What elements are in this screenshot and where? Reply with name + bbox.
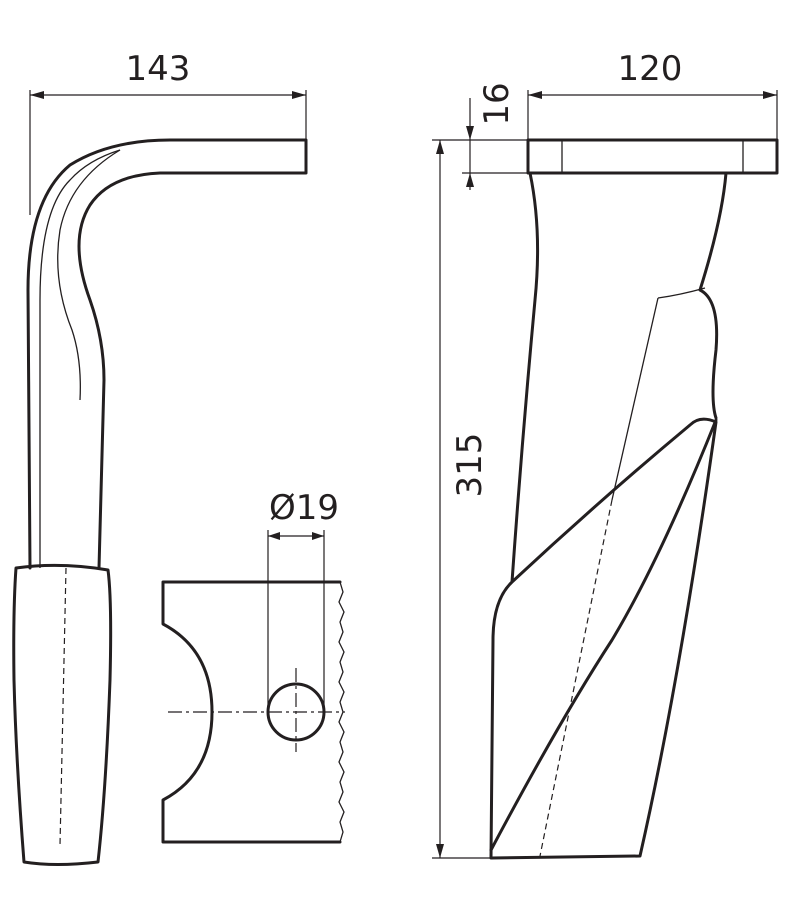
blade-shank-block xyxy=(12,563,113,866)
dim-16-arrow-top xyxy=(466,126,474,140)
dim-120-arrow-left xyxy=(528,91,542,99)
shank-hidden-axis xyxy=(59,567,67,846)
dim-dia-label: Ø19 xyxy=(269,488,339,528)
dim-143-arrow-left xyxy=(30,91,44,99)
blade-body-outline xyxy=(489,171,718,860)
dim-16-label: 16 xyxy=(477,82,517,125)
dim-143-label: 143 xyxy=(126,49,191,89)
blade-upper-diagonal xyxy=(611,297,659,501)
blade-side-view: 143 xyxy=(12,49,308,866)
dim-315-arrow-top xyxy=(436,140,444,154)
dim-dia-arrow-left xyxy=(268,532,280,540)
shank-section-view: Ø19 xyxy=(161,488,345,844)
dim-dia-arrow-right xyxy=(312,532,324,540)
blade-upper-face xyxy=(657,287,706,299)
dim-143-arrow-right xyxy=(292,91,306,99)
dim-120-label: 120 xyxy=(618,49,683,89)
blade-twist-line xyxy=(57,149,121,401)
flange-plate xyxy=(526,138,779,175)
blade-body-right-edge xyxy=(698,171,728,420)
dim-315-arrow-bottom xyxy=(436,844,444,858)
blade-outer-contour xyxy=(26,138,308,570)
dim-16-arrow-bottom xyxy=(466,173,474,187)
dim-315-label: 315 xyxy=(450,433,490,498)
blade-inner-edge xyxy=(39,149,121,568)
blade-cutting-edge xyxy=(489,418,718,852)
blade-hidden-line xyxy=(539,499,613,857)
blade-front-view: 315 16 120 xyxy=(432,49,779,860)
dim-120-arrow-right xyxy=(763,91,777,99)
